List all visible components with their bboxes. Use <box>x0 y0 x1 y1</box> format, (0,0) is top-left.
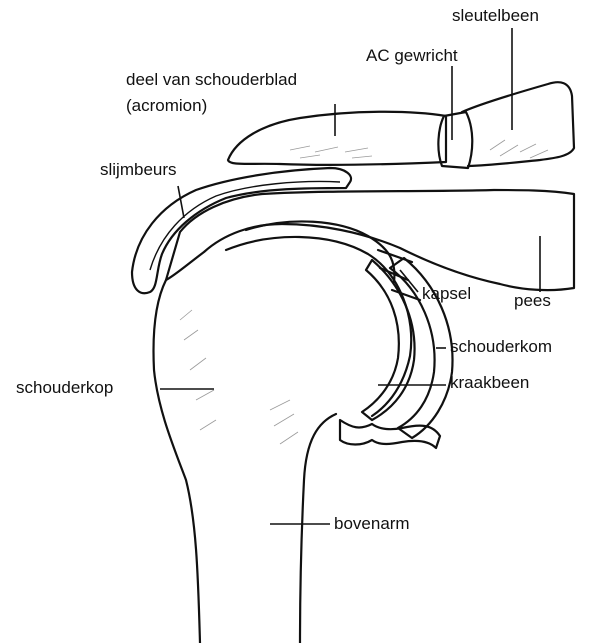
label-bovenarm: bovenarm <box>334 514 410 534</box>
acromion-shape <box>228 112 446 165</box>
label-schouderblad-line1: deel van schouderblad <box>126 70 297 90</box>
label-schouderkop: schouderkop <box>16 378 113 398</box>
humerus-hatching <box>180 310 298 444</box>
label-slijmbeurs: slijmbeurs <box>100 160 177 180</box>
label-ac-gewricht: AC gewricht <box>366 46 458 66</box>
label-kapsel: kapsel <box>422 284 471 304</box>
label-kraakbeen: kraakbeen <box>450 373 529 393</box>
ac-joint-shape <box>438 112 472 168</box>
acromion-hatching <box>290 146 372 158</box>
label-sleutelbeen: sleutelbeen <box>452 6 539 26</box>
clavicle-shape <box>462 82 574 166</box>
humerus-shaft <box>300 414 336 643</box>
humerus-head-arc <box>226 237 411 416</box>
leader-slijmbeurs <box>178 186 184 218</box>
clavicle-hatching <box>490 140 548 158</box>
leader-kapsel <box>400 270 418 292</box>
scapula-neck <box>340 420 440 448</box>
label-pees: pees <box>514 291 551 311</box>
label-schouderkom: schouderkom <box>450 337 552 357</box>
humerus-outline <box>154 221 395 643</box>
label-schouderblad-line2: (acromion) <box>126 96 207 116</box>
